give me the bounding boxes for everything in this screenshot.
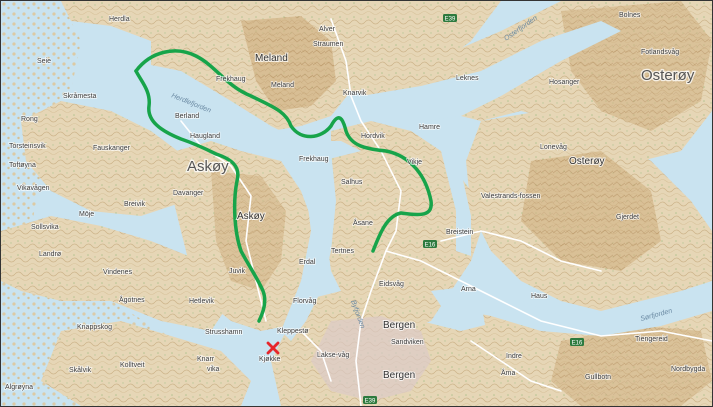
label-knarvik: Knarvik	[343, 90, 367, 97]
label-vikavagen: Vikavågen	[17, 184, 50, 192]
label-strusshamn: Strusshamn	[205, 329, 242, 336]
label-eidsvag: Eidsvåg	[379, 280, 404, 288]
label-landro: Landrø	[39, 251, 62, 258]
label-indre-arna: Indre	[506, 353, 522, 360]
label-skramesta: Skråmesta	[63, 92, 97, 100]
label-arna: Arna	[461, 286, 476, 293]
urban-bergen	[311, 316, 431, 401]
label-laksevag: Lakse-våg	[317, 351, 349, 359]
svg-text:E39: E39	[445, 17, 456, 23]
label-erdal: Erdal	[299, 259, 316, 266]
label-hosanger: Hosanger	[549, 79, 580, 86]
label-vika: vika	[207, 366, 220, 373]
label-agotnes: Ågotnes	[119, 295, 145, 304]
label-meland-small: Meland	[271, 82, 294, 89]
route-line-west[interactable]	[134, 69, 267, 323]
label-kleppesto: Kleppestø	[277, 328, 309, 335]
label-asane: Åsane	[353, 218, 373, 227]
place-labels: Herdla Alver Straumen Meland Meland Frek…	[4, 11, 706, 392]
land-southeast-high	[551, 326, 712, 406]
label-salhus: Salhus	[341, 179, 363, 186]
label-bergen-big: Bergen	[383, 320, 415, 331]
label-kolltveit: Kolltveit	[120, 362, 145, 369]
herdlefjorden	[121, 61, 361, 161]
label-hordvik: Hordvik	[361, 133, 385, 140]
label-nordbygda: Nordbygda	[671, 366, 705, 373]
label-florvag: Florvåg	[293, 297, 316, 305]
svg-text:E16: E16	[425, 243, 436, 249]
label-berland: Berland	[175, 113, 199, 120]
label-meland-big: Meland	[255, 53, 288, 64]
label-algroyna: Algrøyna	[5, 384, 33, 391]
land-sotra-north	[1, 216, 231, 331]
label-vindenes: Vindenes	[103, 269, 133, 276]
label-hamre: Hamre	[419, 124, 440, 131]
label-bergen: Bergen	[383, 370, 415, 381]
road-shield-e39: E39	[443, 14, 457, 23]
svg-text:E39: E39	[365, 399, 376, 405]
road-shield-e16-east: E16	[570, 338, 584, 347]
label-haus: Haus	[531, 293, 548, 300]
label-frekhaug: Frekhaug	[299, 156, 329, 163]
osterfjorden	[361, 21, 621, 121]
label-tiengereid: Tiengereid	[635, 336, 668, 343]
label-ama: Åma	[501, 368, 516, 377]
label-askoy-big: Askøy	[187, 158, 229, 175]
label-breistein: Breistein	[446, 229, 473, 236]
label-rong: Rong	[21, 116, 38, 123]
label-solsvika: Sollsvika	[31, 224, 59, 231]
label-frekhaug-top: Frekhaug	[216, 76, 246, 83]
label-torsteinsvik: Torsteinsvik	[9, 143, 46, 150]
road-shield-e16: E16	[423, 240, 437, 249]
label-fotlandsvag: Fotlandsvåg	[641, 48, 679, 56]
byfjorden	[281, 151, 336, 341]
label-fauskanger: Fauskanger	[93, 145, 131, 152]
label-askoy-center: Askøy	[237, 211, 265, 222]
label-gjerdet: Gjerdet	[616, 214, 639, 221]
label-kjokke: Kjøkke	[259, 356, 281, 363]
label-juvik: Juvik	[229, 268, 245, 275]
sorfjorden	[431, 286, 712, 336]
label-hetlevik: Hetlevik	[189, 298, 214, 305]
label-lonevag: Lonevåg	[540, 143, 567, 151]
label-bolnes: Bolnes	[619, 12, 641, 19]
label-breivik: Breivik	[124, 201, 146, 208]
label-toftoyna: Toftøyna	[9, 162, 36, 169]
label-valestrand: Valestrands-fossen	[481, 193, 541, 200]
label-leknes: Leknes	[456, 75, 479, 82]
label-alver: Alver	[319, 26, 336, 33]
label-knappskog: Knappskog	[77, 324, 112, 331]
label-osteroy-big: Osterøy	[641, 67, 695, 84]
land-fauskanger	[21, 101, 191, 216]
label-moje: Mōje	[79, 211, 94, 218]
salhusfjorden	[441, 151, 471, 256]
label-vikje: Vikje	[407, 159, 422, 166]
land-asane	[326, 121, 481, 331]
svg-text:E16: E16	[572, 341, 583, 347]
land-alver	[311, 1, 501, 96]
label-gullbotn: Gullbotn	[585, 374, 611, 381]
label-seie: Seie	[37, 58, 51, 65]
land-osteroy-high	[521, 151, 661, 271]
label-osteroy-mid: Osterøy	[569, 156, 605, 167]
land-meland-high	[241, 16, 336, 111]
land-askoy-high	[211, 171, 286, 291]
label-haugland: Haugland	[190, 133, 220, 140]
land-southwest	[41, 321, 251, 406]
label-knarr: Knarr	[197, 356, 215, 363]
route-line[interactable]	[134, 49, 433, 253]
label-tertnes: Tertnes	[331, 248, 354, 255]
label-herdla: Herdla	[109, 16, 130, 23]
label-davanger: Davanger	[173, 190, 204, 197]
road-shield-e39-south: E39	[363, 396, 377, 405]
label-skalvik: Skålvik	[69, 366, 92, 374]
label-straumen: Straumen	[313, 41, 343, 48]
label-sandviken: Sandviken	[391, 339, 424, 346]
red-x-marker-icon[interactable]	[266, 341, 280, 355]
